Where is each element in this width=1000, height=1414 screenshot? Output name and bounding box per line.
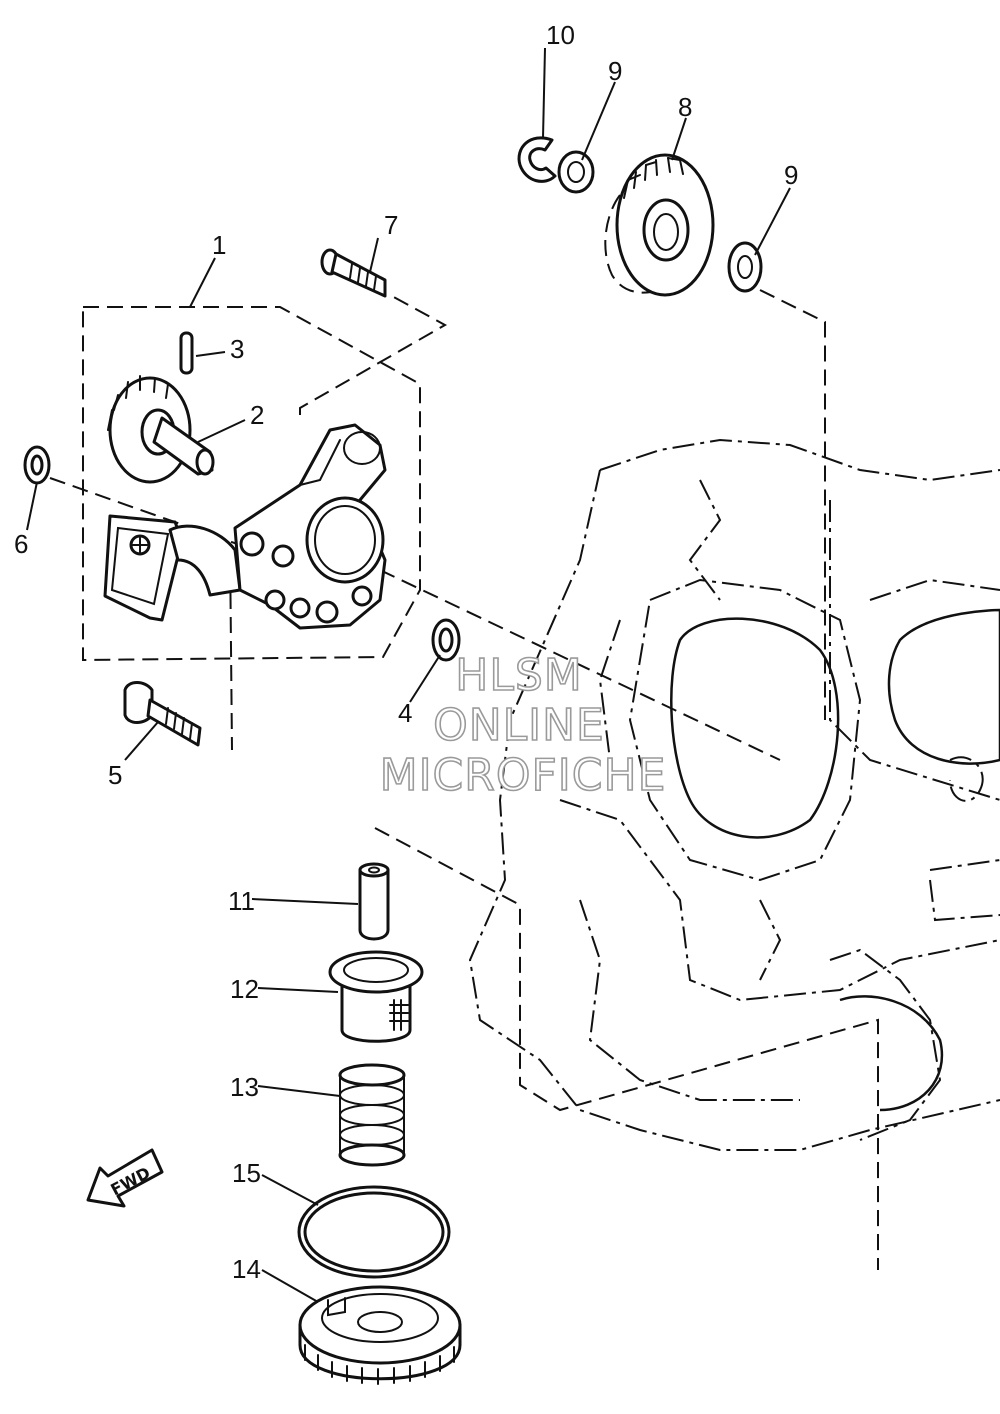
watermark: HLSM ONLINE MICROFICHE bbox=[379, 649, 667, 802]
callout-8: 8 bbox=[678, 92, 692, 122]
part-6-washer bbox=[23, 445, 51, 485]
callout-1: 1 bbox=[212, 230, 226, 260]
part-1-oil-pump-assembly bbox=[103, 423, 387, 630]
callout-2: 2 bbox=[250, 400, 264, 430]
callout-14: 14 bbox=[232, 1254, 261, 1284]
part-12-oil-strainer bbox=[328, 950, 424, 1043]
callout-leaders bbox=[26, 47, 791, 1303]
part-4-o-ring bbox=[431, 618, 461, 662]
watermark-line-2: ONLINE bbox=[433, 700, 605, 751]
part-3-dowel-pin bbox=[179, 331, 194, 375]
part-13-spring bbox=[338, 1063, 406, 1167]
callout-7: 7 bbox=[384, 210, 398, 240]
callout-9-upper: 9 bbox=[608, 56, 622, 86]
callout-4: 4 bbox=[398, 698, 412, 728]
part-14-drain-plug bbox=[298, 1285, 462, 1385]
part-9-washer-upper bbox=[557, 150, 595, 194]
callout-labels: 1 2 3 4 5 6 7 8 9 9 10 11 12 13 14 15 bbox=[14, 20, 798, 1284]
callout-11: 11 bbox=[228, 886, 255, 916]
part-2-pump-drive-gear bbox=[107, 375, 215, 484]
watermark-line-3: MICROFICHE bbox=[380, 750, 667, 801]
part-10-circlip bbox=[517, 136, 557, 183]
part-11-collar bbox=[358, 862, 390, 941]
callout-12: 12 bbox=[230, 974, 259, 1004]
watermark-line-1: HLSM bbox=[455, 650, 583, 701]
part-5-bolt bbox=[123, 681, 202, 747]
callout-13: 13 bbox=[230, 1072, 259, 1102]
part-9-washer-lower bbox=[727, 241, 763, 293]
oil-pump-assembly-box bbox=[82, 306, 421, 662]
part-15-o-ring bbox=[297, 1185, 451, 1279]
callout-3: 3 bbox=[230, 334, 244, 364]
fwd-direction-marker: FWD bbox=[86, 1148, 164, 1208]
callout-6: 6 bbox=[14, 529, 28, 559]
part-8-idler-gear bbox=[604, 153, 715, 297]
crankcase-outline bbox=[468, 438, 1000, 1151]
callout-15: 15 bbox=[232, 1158, 261, 1188]
part-7-bolt bbox=[320, 248, 387, 298]
callout-9-lower: 9 bbox=[784, 160, 798, 190]
callout-10: 10 bbox=[546, 20, 575, 50]
callout-5: 5 bbox=[108, 760, 122, 790]
